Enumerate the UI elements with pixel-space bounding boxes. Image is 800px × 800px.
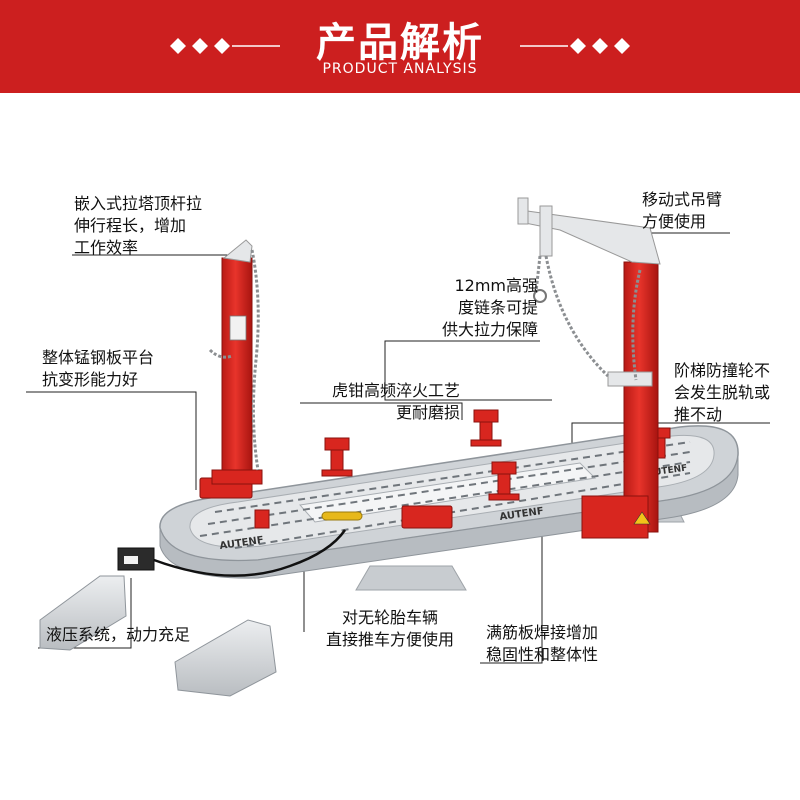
header-banner: 产品解析 PRODUCT ANALYSIS xyxy=(0,0,800,93)
right-diamond-ornament xyxy=(520,38,630,54)
leader-chain xyxy=(384,340,552,401)
page-subtitle: PRODUCT ANALYSIS xyxy=(322,61,478,77)
clamps xyxy=(199,409,671,529)
clamp-1 xyxy=(321,437,353,477)
leader-rib xyxy=(480,528,543,664)
callout-platform: 整体锰钢板平台 抗变形能力好 xyxy=(42,348,155,389)
frame-machine-illustration: AUTENF AUTENF AUTENF xyxy=(26,197,770,697)
leader-platform xyxy=(26,391,197,490)
callout-tower-rod: 嵌入式拉塔顶杆拉 伸行程长，增加 工作效率 xyxy=(74,194,203,257)
leader-clamp xyxy=(300,402,463,420)
callout-crane: 移动式吊臂 方便使用 xyxy=(642,190,723,231)
front-jack xyxy=(401,505,453,529)
right-tower xyxy=(517,197,661,539)
page-title: 产品解析 xyxy=(316,20,484,66)
ramps xyxy=(39,575,277,697)
callout-wheel: 阶梯防撞轮不 会发生脱轨或 推不动 xyxy=(674,361,771,424)
clamp-3 xyxy=(488,461,520,501)
callout-hydraulic: 液压系统，动力充足 xyxy=(46,625,191,644)
clamp-5 xyxy=(254,509,270,529)
callout-clamp: 虎钳高频淬火工艺 更耐磨损 xyxy=(331,381,460,422)
left-diamond-ornament xyxy=(170,38,280,54)
yellow-bottle-jack xyxy=(321,511,363,521)
left-tower xyxy=(208,239,263,485)
hydraulic-pump xyxy=(117,529,347,577)
callout-rib: 满筋板焊接增加 稳固性和整体性 xyxy=(486,623,599,664)
clamp-2 xyxy=(470,409,502,447)
callout-chain: 12mm高强 度链条可提 供大拉力保障 xyxy=(441,276,538,339)
callout-no-tire: 对无轮胎车辆 直接推车方便使用 xyxy=(325,608,454,649)
